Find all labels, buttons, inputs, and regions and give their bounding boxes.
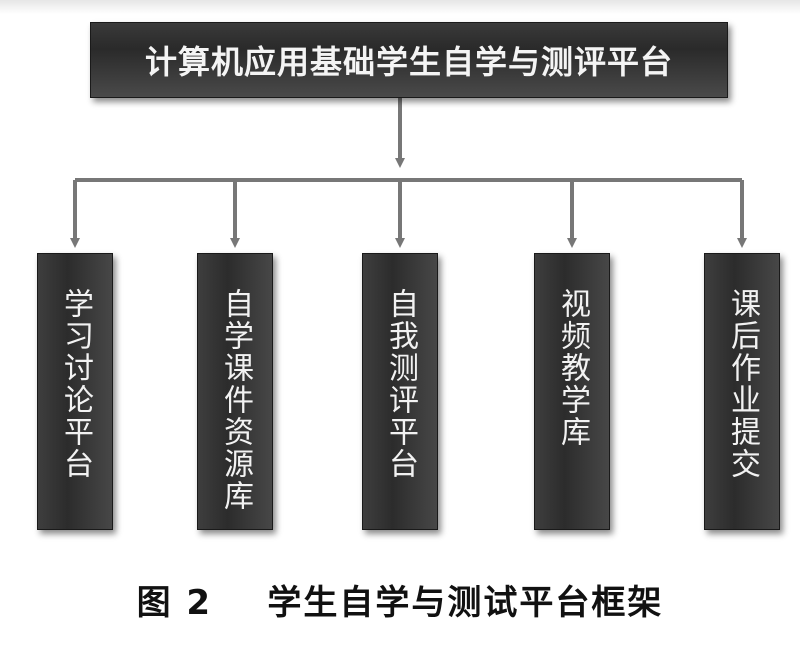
module-node-label: 自学课件资源库 (218, 288, 253, 512)
module-node-video-library: 视频教学库 (534, 253, 610, 530)
root-node: 计算机应用基础学生自学与测评平台 (90, 22, 728, 98)
module-node-courseware: 自学课件资源库 (197, 253, 273, 530)
module-node-label: 课后作业提交 (725, 288, 760, 480)
module-node-label: 学习讨论平台 (58, 288, 93, 480)
top-border-strip (0, 0, 800, 14)
module-node-label: 自我测评平台 (383, 288, 418, 480)
module-node-homework: 课后作业提交 (704, 253, 780, 530)
module-node-discussion: 学习讨论平台 (37, 253, 113, 530)
module-node-label: 视频教学库 (555, 288, 590, 448)
module-node-self-assessment: 自我测评平台 (362, 253, 438, 530)
figure-caption: 图 2 学生自学与测试平台框架 (136, 583, 664, 623)
root-node-label: 计算机应用基础学生自学与测评平台 (144, 43, 673, 81)
